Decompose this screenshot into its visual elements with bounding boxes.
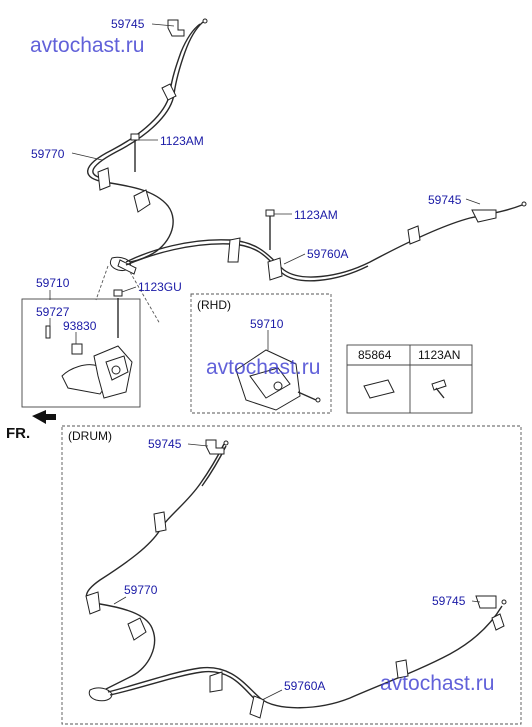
label-59745-top-left: 59745 <box>111 17 145 31</box>
label-59710-left: 59710 <box>36 276 70 290</box>
parts-table <box>346 344 473 414</box>
watermark-bottom: avtochast.ru <box>380 672 494 695</box>
label-1123am-a: 1123AM <box>160 134 204 148</box>
front-cable-59770-upper <box>87 18 208 275</box>
lever-dash-2 <box>129 271 161 325</box>
label-1123an: 1123AN <box>418 348 460 362</box>
lever-dash-1 <box>95 265 109 301</box>
label-1123gu: 1123GU <box>138 280 182 294</box>
label-drum: (DRUM) <box>68 429 112 443</box>
label-59760a-top: 59760A <box>307 247 348 261</box>
label-59770-drum: 59770 <box>124 583 158 597</box>
rhd-box <box>190 293 332 414</box>
rhd-lever-assembly-59710 <box>235 349 321 411</box>
bolt-1123am-b <box>265 209 275 250</box>
leader-lines <box>49 23 481 701</box>
bolt-1123am-a <box>130 133 140 172</box>
front-direction-arrow <box>32 410 56 424</box>
label-1123am-b: 1123AM <box>294 208 338 222</box>
front-cable-59770-lower <box>85 439 229 702</box>
label-59770-top: 59770 <box>31 147 65 161</box>
rear-cable-59760a-lower <box>107 595 507 719</box>
rear-cable-59760a-upper <box>125 201 527 282</box>
lever-assembly-59710 <box>45 289 133 399</box>
pad-85864-icon <box>363 379 395 399</box>
label-59745-drum-left: 59745 <box>148 437 182 451</box>
label-59727: 59727 <box>36 305 70 319</box>
label-rhd: (RHD) <box>197 298 231 312</box>
label-93830: 93830 <box>63 319 97 333</box>
label-59760a-drum: 59760A <box>284 679 325 693</box>
label-59745-top-right: 59745 <box>428 193 462 207</box>
label-59710-rhd: 59710 <box>250 317 284 331</box>
label-fr: FR. <box>6 425 30 442</box>
label-85864: 85864 <box>358 348 392 362</box>
drum-box <box>61 425 522 725</box>
bolt-1123an-icon <box>431 379 447 391</box>
label-59745-drum-right: 59745 <box>432 594 466 608</box>
watermark-middle: avtochast.ru <box>206 356 320 379</box>
lever-assembly-box <box>21 298 141 408</box>
watermark-top: avtochast.ru <box>30 34 144 57</box>
